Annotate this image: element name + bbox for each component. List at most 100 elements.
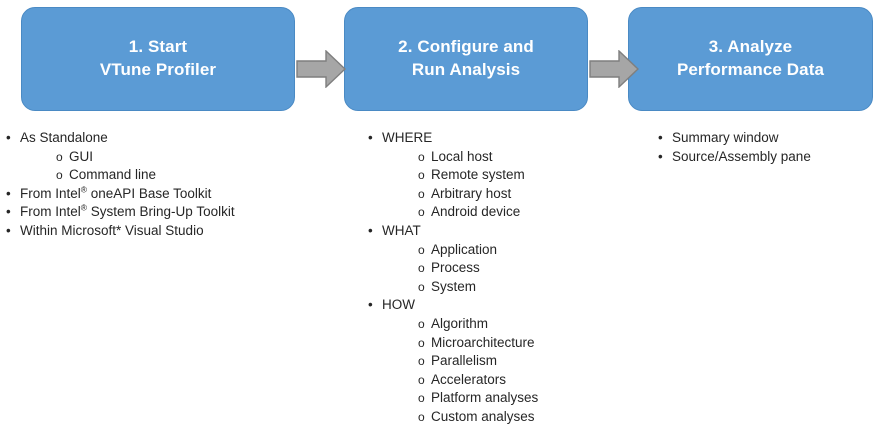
bullet-list-analyze-performance-data: • Summary window • Source/Assembly pane — [656, 129, 884, 166]
list-item-label-text: System Bring-Up Toolkit — [87, 204, 235, 220]
list-item: o Application — [416, 241, 646, 260]
list-item: o Custom analyses — [416, 408, 646, 427]
list-item-label: System — [431, 278, 477, 294]
sub-bullet-glyph: o — [418, 186, 425, 201]
list-item-label-text: From Intel — [20, 204, 81, 220]
sub-bullet-glyph: o — [418, 372, 425, 387]
list-item-label: Algorithm — [431, 315, 489, 331]
flow-step-1-title-line2: VTune Profiler — [99, 60, 217, 79]
list-item-label-text: oneAPI Base Toolkit — [87, 185, 212, 201]
list-item: o Command line — [54, 166, 334, 185]
sub-bullet-glyph: o — [418, 335, 425, 350]
list-item-label: WHAT — [382, 222, 421, 238]
flow-step-3-title-line2: Performance Data — [676, 60, 825, 79]
sub-bullet-glyph: o — [418, 316, 425, 331]
sub-bullet-glyph: o — [418, 149, 425, 164]
bullet-glyph: • — [6, 185, 11, 201]
sub-bullet-glyph: o — [418, 391, 425, 406]
sub-bullet-glyph: o — [56, 168, 63, 183]
sub-bullet-glyph: o — [418, 205, 425, 220]
list-item-label: From Intel® oneAPI Base Toolkit — [20, 185, 211, 204]
list-item: o Android device — [416, 203, 646, 222]
list-item-label: Source/Assembly pane — [672, 148, 811, 164]
bullet-list-configure-run-analysis: • WHERE o Local host o Remote system o A… — [366, 129, 646, 427]
list-item-label: Remote system — [431, 167, 525, 183]
sub-bullet-glyph: o — [418, 279, 425, 294]
bullet-list-level1: • Summary window • Source/Assembly pane — [656, 129, 884, 166]
list-item-label: Command line — [69, 167, 157, 183]
list-item: • Within Microsoft* Visual Studio — [4, 222, 334, 241]
sub-bullet-glyph: o — [418, 409, 425, 424]
list-item-label: Microarchitecture — [431, 334, 535, 350]
list-item-label-text: From Intel — [20, 185, 81, 201]
sub-bullet-glyph: o — [418, 261, 425, 276]
list-item: o Local host — [416, 148, 646, 167]
flow-step-3-title-line1: 3. Analyze — [708, 37, 793, 57]
list-item-label: Within Microsoft* Visual Studio — [20, 222, 204, 238]
list-item-label: Accelerators — [431, 371, 507, 387]
list-item-label: Process — [431, 260, 480, 276]
bullet-list-level2: o Local host o Remote system o Arbitrary… — [416, 148, 646, 222]
list-item-label: Summary window — [672, 130, 779, 145]
flow-step-2-title: 2. Configure and Run Analysis — [390, 36, 542, 82]
list-item-label: Android device — [431, 204, 521, 220]
list-item-label: From Intel® System Bring-Up Toolkit — [20, 203, 235, 222]
flow-step-3-title: 3. Analyze Performance Data — [669, 36, 832, 82]
list-item: o GUI — [54, 148, 334, 167]
list-item: o Remote system — [416, 166, 646, 185]
bullet-glyph: • — [6, 130, 11, 145]
flow-step-1-title: 1. Start VTune Profiler — [92, 36, 224, 82]
sub-bullet-glyph: o — [56, 149, 63, 164]
list-item: o Platform analyses — [416, 389, 646, 408]
list-item: o Process — [416, 259, 646, 278]
bullet-glyph: • — [368, 297, 373, 313]
bullet-list-level2: o Algorithm o Microarchitecture o Parall… — [416, 315, 646, 427]
bullet-glyph: • — [6, 204, 11, 220]
bullet-list-level1: • WHERE o Local host o Remote system o A… — [366, 129, 646, 427]
list-item: o Arbitrary host — [416, 185, 646, 204]
list-item-label: Parallelism — [431, 353, 498, 369]
list-item: • As Standalone — [4, 129, 334, 148]
list-item-label: Arbitrary host — [431, 185, 512, 201]
list-item: o Parallelism — [416, 352, 646, 371]
list-item-label: Local host — [431, 148, 493, 164]
flow-step-2-title-line1: 2. Configure and — [398, 37, 534, 57]
sub-bullet-glyph: o — [418, 168, 425, 183]
list-item-label: Platform analyses — [431, 390, 539, 406]
registered-trademark-glyph: ® — [80, 202, 88, 213]
list-item-label: HOW — [382, 297, 415, 313]
list-item: • Summary window — [656, 129, 884, 148]
list-item-label: As Standalone — [20, 130, 108, 145]
bullet-glyph: • — [368, 130, 373, 145]
list-item: • From Intel® oneAPI Base Toolkit — [4, 185, 334, 204]
list-item: • Source/Assembly pane — [656, 148, 884, 167]
list-item: o Microarchitecture — [416, 334, 646, 353]
flow-step-2-title-line2: Run Analysis — [411, 60, 521, 79]
bullet-list-level2: o GUI o Command line — [54, 148, 334, 185]
list-item: • WHAT — [366, 222, 646, 241]
bullet-glyph: • — [368, 222, 373, 238]
arrow-right-icon — [296, 49, 347, 89]
sub-bullet-glyph: o — [418, 354, 425, 369]
list-item-label: WHERE — [382, 130, 433, 145]
list-item-label: GUI — [69, 148, 94, 164]
bullet-glyph: • — [658, 130, 663, 145]
flow-step-1-title-line1: 1. Start — [128, 37, 188, 57]
bullet-list-start-vtune-profiler: • As Standalone o GUI o Command line • F… — [4, 129, 334, 241]
bullet-glyph: • — [6, 222, 11, 238]
list-item: o Algorithm — [416, 315, 646, 334]
bullet-list-level2: o Application o Process o System — [416, 241, 646, 297]
bullet-list-level1: • As Standalone o GUI o Command line • F… — [4, 129, 334, 241]
list-item: • HOW — [366, 296, 646, 315]
list-item-label: Custom analyses — [431, 408, 535, 424]
arrow-right-icon — [589, 49, 640, 89]
registered-trademark-glyph: ® — [80, 184, 88, 195]
flow-step-3-box: 3. Analyze Performance Data — [628, 7, 873, 111]
sub-bullet-glyph: o — [418, 242, 425, 257]
list-item: • From Intel® System Bring-Up Toolkit — [4, 203, 334, 222]
flow-step-2-box: 2. Configure and Run Analysis — [344, 7, 588, 111]
list-item: o Accelerators — [416, 371, 646, 390]
list-item: • WHERE — [366, 129, 646, 148]
bullet-glyph: • — [658, 148, 663, 164]
list-item: o System — [416, 278, 646, 297]
